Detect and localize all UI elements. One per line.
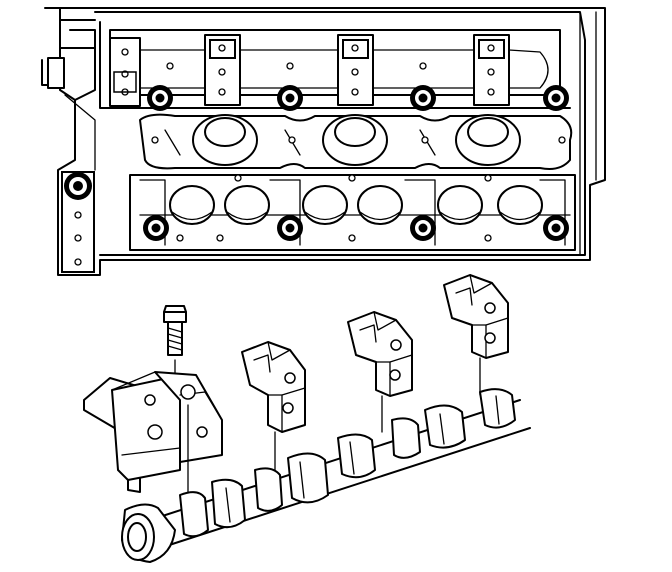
cam-lobe-c bbox=[287, 452, 329, 504]
cam-lobe-6 bbox=[497, 185, 543, 225]
cylinder-head bbox=[41, 7, 606, 276]
spark-plug-gallery bbox=[139, 113, 573, 170]
cam-lobe-a bbox=[424, 404, 466, 449]
camshaft bbox=[121, 388, 531, 563]
cap-bolt bbox=[163, 305, 187, 401]
plug-well-3 bbox=[455, 114, 521, 166]
cam-lobe-d bbox=[254, 467, 283, 512]
head-bolt-lower-4 bbox=[543, 215, 569, 241]
plug-well-2 bbox=[322, 114, 388, 166]
installed-cap-2 bbox=[337, 34, 374, 106]
head-bolt-lower-1 bbox=[143, 215, 169, 241]
cam-lobe-5 bbox=[437, 185, 483, 225]
cam-lobe-b bbox=[391, 417, 421, 459]
bearing-cap-4 bbox=[443, 274, 509, 396]
front-bearing-cap-bracket bbox=[83, 371, 223, 501]
head-bolt-upper-4 bbox=[543, 85, 569, 111]
cam-journal-front bbox=[211, 478, 246, 529]
head-bolt-lower-3 bbox=[410, 215, 436, 241]
cam-lobe-e bbox=[179, 491, 209, 538]
left-side-bolt bbox=[64, 172, 92, 200]
cam-lobe-3 bbox=[302, 185, 348, 225]
bearing-cap-2 bbox=[241, 341, 306, 471]
head-bolt-upper-3 bbox=[410, 85, 436, 111]
head-bolt-lower-2 bbox=[277, 215, 303, 241]
head-bolt-upper-1 bbox=[147, 85, 173, 111]
head-bolt-upper-2 bbox=[277, 85, 303, 111]
cam-lobe-2 bbox=[224, 185, 270, 225]
installed-cap-1 bbox=[204, 34, 241, 106]
cam-lobe-1 bbox=[169, 185, 215, 225]
cam-lobe-4 bbox=[357, 185, 403, 225]
plug-well-1 bbox=[192, 114, 258, 166]
installed-cap-3 bbox=[473, 34, 510, 106]
cam-journal-mid bbox=[337, 433, 376, 479]
lower-cam-channel bbox=[129, 174, 576, 251]
bearing-cap-3 bbox=[347, 311, 413, 433]
